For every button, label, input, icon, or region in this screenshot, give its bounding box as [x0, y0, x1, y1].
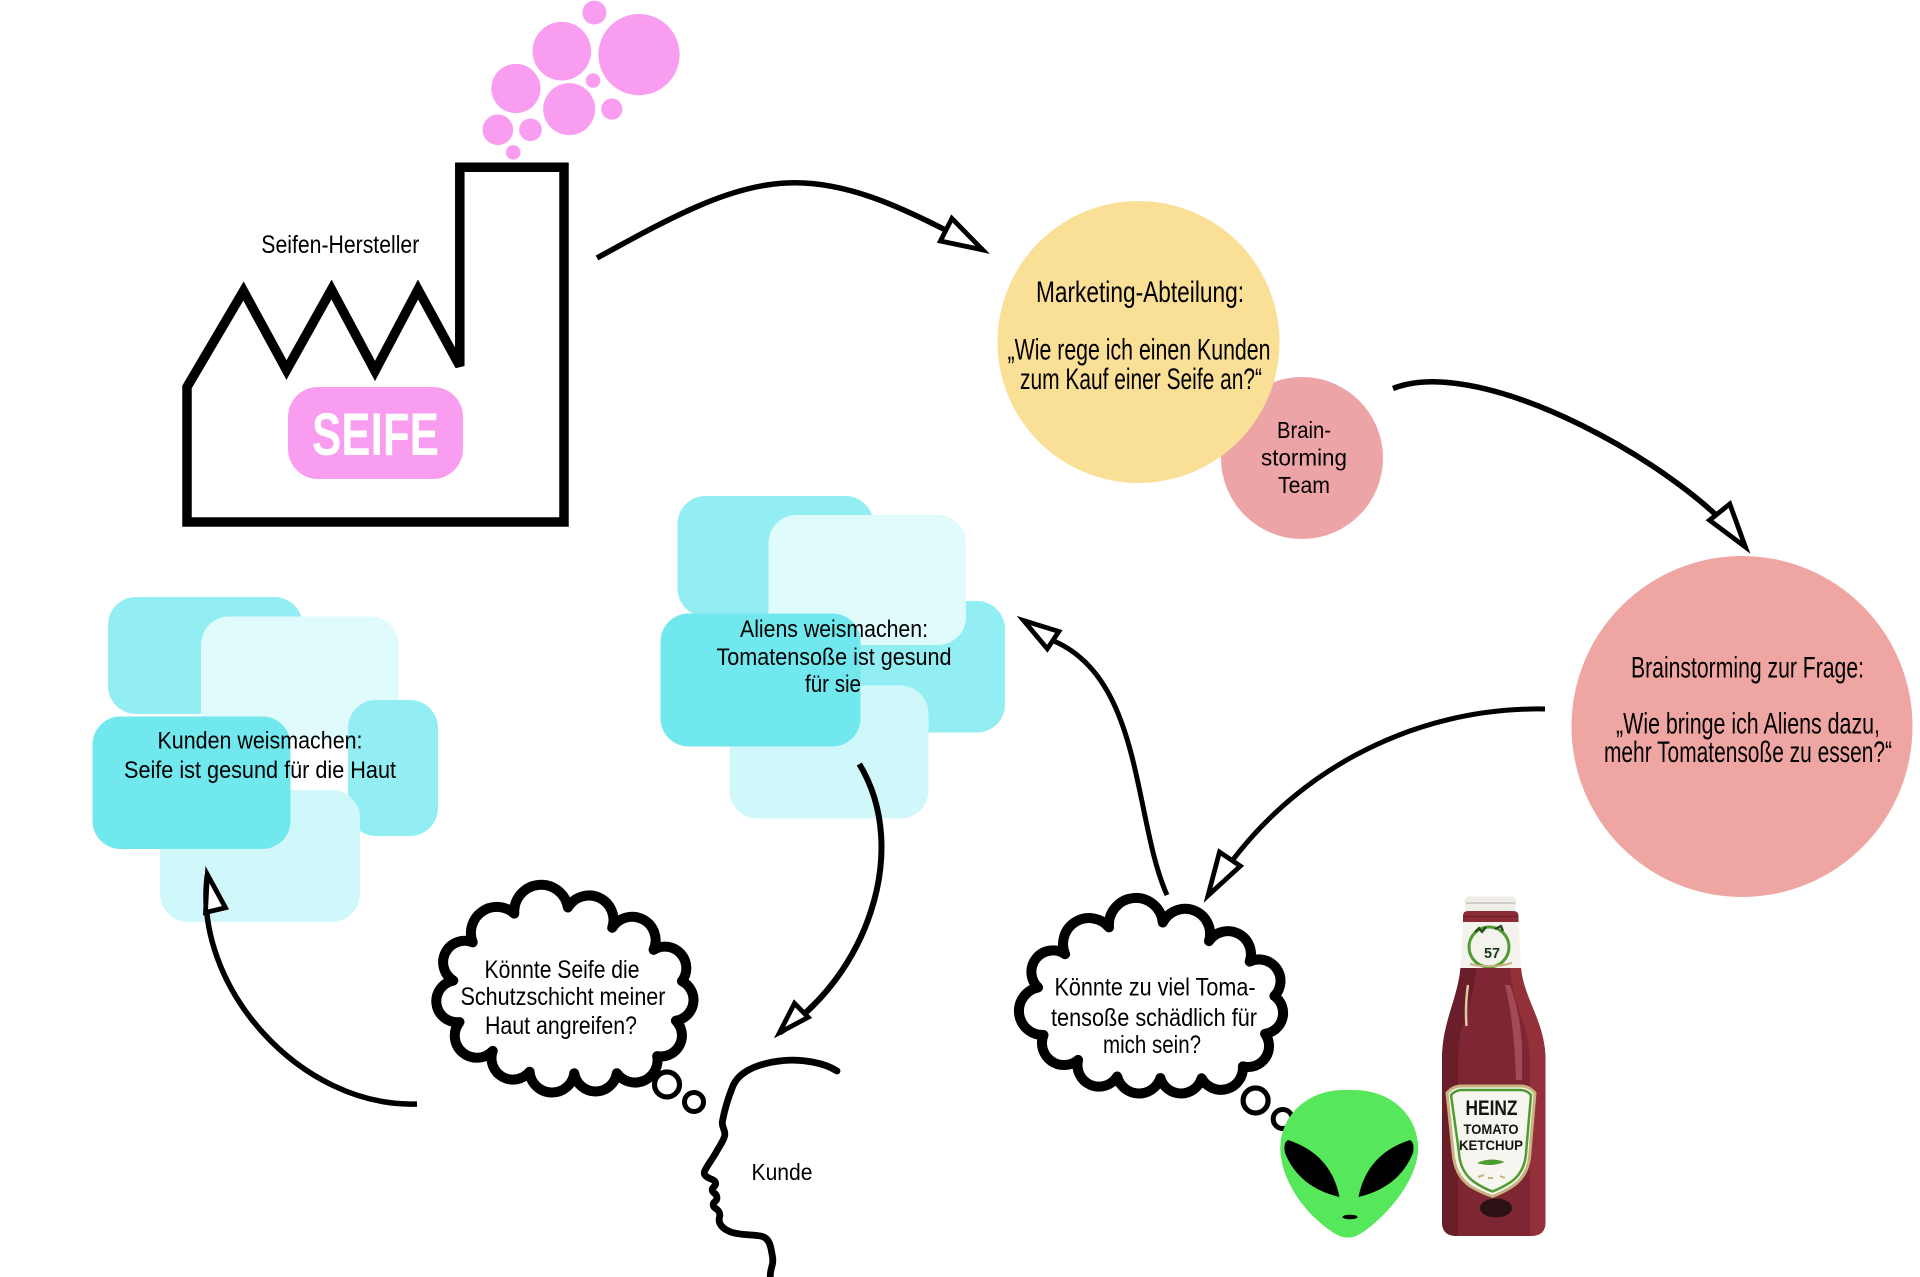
svg-text:Könnte Seife die: Könnte Seife die — [485, 956, 640, 984]
svg-text:Könnte zu viel Toma-: Könnte zu viel Toma- — [1055, 974, 1256, 1002]
svg-text:57: 57 — [1484, 945, 1500, 962]
svg-text:Haut angreifen?: Haut angreifen? — [485, 1012, 637, 1040]
svg-text:mehr Tomatensoße zu essen?“: mehr Tomatensoße zu essen?“ — [1604, 736, 1892, 769]
svg-text:Brainstorming zur Frage:: Brainstorming zur Frage: — [1631, 652, 1864, 685]
svg-text:mich sein?: mich sein? — [1103, 1031, 1201, 1059]
svg-text:storming: storming — [1261, 445, 1347, 471]
svg-text:tensoße schädlich für: tensoße schädlich für — [1051, 1004, 1257, 1032]
svg-text:Seifen-Hersteller: Seifen-Hersteller — [261, 231, 419, 259]
svg-text:Team: Team — [1278, 472, 1330, 498]
svg-text:HEINZ: HEINZ — [1466, 1097, 1518, 1120]
svg-text:Aliens weismachen:: Aliens weismachen: — [740, 616, 928, 643]
svg-text:für sie: für sie — [805, 671, 861, 698]
svg-text:Kunde: Kunde — [752, 1159, 813, 1185]
svg-text:TOMATO: TOMATO — [1464, 1121, 1519, 1137]
svg-text:SEIFE: SEIFE — [312, 401, 439, 468]
svg-text:Tomatensoße ist gesund: Tomatensoße ist gesund — [717, 644, 952, 671]
svg-text:Schutzschicht meiner: Schutzschicht meiner — [461, 983, 666, 1011]
svg-text:KETCHUP: KETCHUP — [1459, 1137, 1523, 1153]
svg-text:„Wie bringe ich Aliens dazu,: „Wie bringe ich Aliens dazu, — [1616, 708, 1880, 741]
svg-text:zum Kauf einer Seife an?“: zum Kauf einer Seife an?“ — [1020, 363, 1262, 396]
svg-text:Kunden weismachen:: Kunden weismachen: — [158, 728, 363, 755]
svg-text:Marketing-Abteilung:: Marketing-Abteilung: — [1036, 276, 1244, 309]
svg-text:Seife ist gesund für die Haut: Seife ist gesund für die Haut — [124, 757, 396, 784]
svg-text:„Wie rege ich einen Kunden: „Wie rege ich einen Kunden — [1008, 334, 1271, 367]
svg-text:Brain-: Brain- — [1277, 417, 1331, 443]
